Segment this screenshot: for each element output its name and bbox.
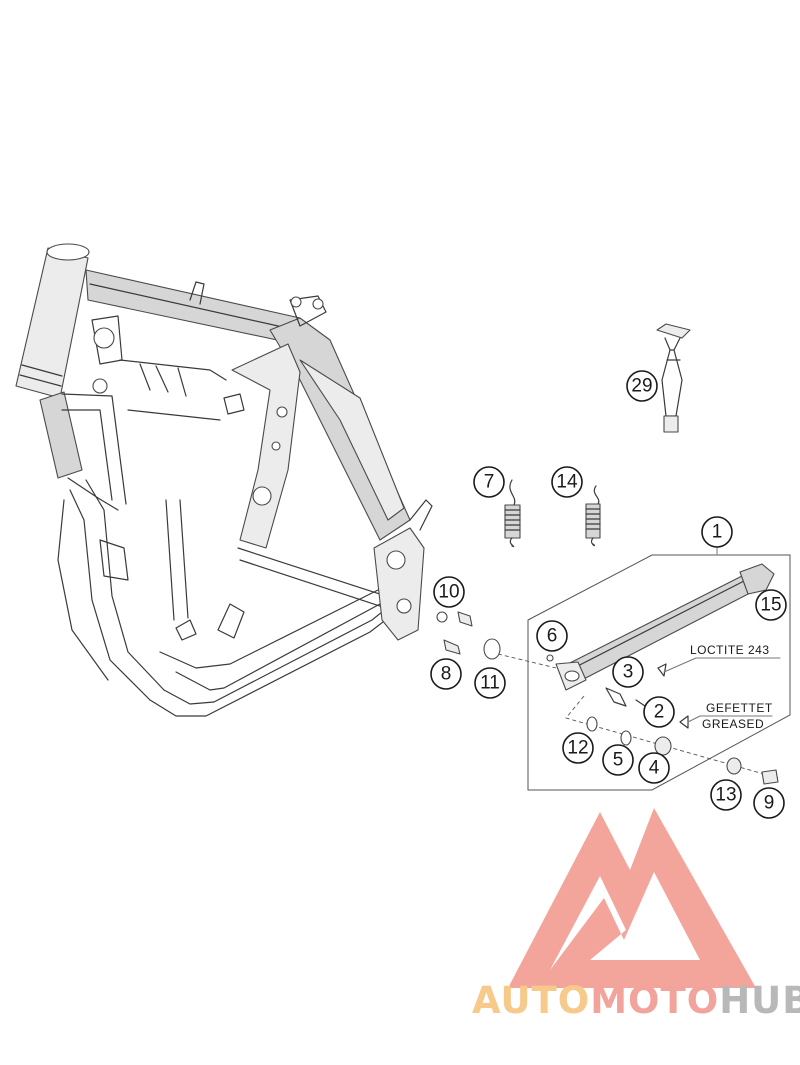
loctite-leader [663,657,781,673]
callout-13-label: 13 [715,785,736,806]
callout-9: 9 [753,787,785,819]
spring-7 [504,479,521,548]
callout-9-label: 9 [764,793,775,814]
callout-15: 15 [755,589,787,621]
callout-29-label: 29 [631,376,652,397]
callout-4: 4 [638,752,670,784]
callout-5: 5 [602,744,634,776]
greased-note-de: GEFETTET [706,701,773,715]
callout-13: 13 [710,779,742,811]
watermark-moto: MOTO [590,979,719,1022]
callout-6-label: 6 [547,626,558,647]
callout-4-label: 4 [649,758,660,779]
callout-3: 3 [612,656,644,688]
callout-3-label: 3 [623,662,634,683]
callout-15-label: 15 [760,595,781,616]
callout-11-label: 11 [480,673,500,694]
callout-11: 11 [474,667,506,699]
callout-12-label: 12 [567,738,588,759]
callout-10-label: 10 [438,582,459,603]
callout-8: 8 [430,658,462,690]
callout-8-label: 8 [441,664,452,685]
callout-2: 2 [643,696,675,728]
callout-7: 7 [473,466,505,498]
spring-14 [585,485,601,547]
watermark-hub: HUB [719,979,800,1022]
callout-29: 29 [626,370,658,402]
loctite-note: LOCTITE 243 [690,643,770,657]
loose-hardware [436,611,501,660]
special-tool-29 [656,323,691,433]
motorcycle-frame [15,243,433,717]
watermark-logo [508,808,756,988]
watermark-text: AUTOMOTOHUB [472,979,800,1022]
watermark-auto: AUTO [472,979,590,1022]
greased-leader [687,715,773,723]
callout-1: 1 [701,516,733,548]
callout-6: 6 [536,620,568,652]
callout-2-label: 2 [654,702,665,723]
greased-note-en: GREASED [702,717,764,731]
callout-1-label: 1 [712,522,723,543]
callout-14: 14 [551,466,583,498]
callout-7-label: 7 [484,472,495,493]
watermark-logo-mark [508,808,756,988]
callout-5-label: 5 [613,750,624,771]
callout-10: 10 [433,576,465,608]
callout-12: 12 [562,732,594,764]
callout-14-label: 14 [556,472,578,493]
side-stand-assembly [497,554,791,791]
